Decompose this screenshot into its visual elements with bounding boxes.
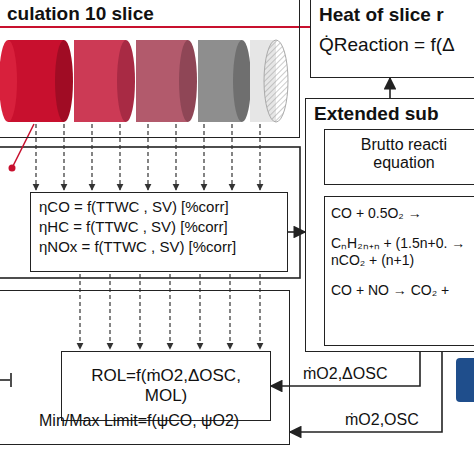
dashed-arrow	[63, 124, 64, 190]
dashed-arrow	[259, 124, 260, 190]
dashed-arrow	[35, 124, 36, 190]
blue-component	[456, 358, 474, 402]
input-bar	[10, 373, 12, 387]
input-arrow	[0, 379, 10, 381]
node-text: CO + 0.5O₂ →	[325, 197, 474, 225]
dashed-arrow	[139, 274, 140, 349]
flow-label: ṁO2,ΔOSC	[301, 365, 389, 383]
dashed-arrow	[147, 124, 148, 190]
red-line	[0, 26, 300, 28]
catalyst-cylinder	[0, 40, 288, 122]
dashed-arrow	[203, 124, 204, 190]
dashed-arrow	[231, 124, 232, 190]
brutto-reaction-box: Brutto reacti equation	[324, 129, 474, 185]
connector	[389, 78, 391, 98]
node-text: culation 10 slice	[0, 0, 299, 29]
connector	[290, 352, 442, 432]
efficiency-frame	[0, 147, 300, 278]
dashed-arrow	[199, 274, 200, 349]
dashed-arrow	[119, 124, 120, 190]
dashed-arrow	[109, 274, 110, 349]
rol-box: ROL=f(ṁO2,ΔOSC, MOL)	[61, 351, 271, 421]
extended-submodel-box: Extended subBrutto reacti equation CO + 0…	[305, 98, 474, 352]
flow-label: ṁO2,OSC	[343, 411, 421, 429]
dashed-arrow	[169, 274, 170, 349]
dashed-arrow	[79, 274, 80, 349]
connector	[271, 352, 420, 386]
dashed-arrows	[36, 124, 260, 349]
node-text: CO + NO → CO₂ +	[325, 272, 474, 302]
red-leader	[12, 124, 34, 168]
node-text: Brutto reacti equation	[325, 130, 474, 178]
connector	[288, 231, 305, 233]
node-text: Min/Max Limit=f(ψCO, ψO2)	[39, 412, 239, 430]
heat-box: Heat of slice rQ̇Reaction = f(Δ	[310, 0, 474, 78]
reaction-equations-box: CO + 0.5O₂ →CₙH₂ₙ₊ₙ + (1.5n+0. → nCO₂ + …	[324, 196, 474, 346]
connector	[300, 26, 310, 28]
rol-submodel-box: Min/Max Limit=f(ψCO, ψO2)ROL=f(ṁO2,ΔOSC,…	[0, 290, 290, 445]
dashed-arrow	[175, 124, 176, 190]
dashed-arrow	[91, 124, 92, 190]
node-text: Extended sub	[306, 99, 474, 129]
slice-model-box: culation 10 slice	[0, 0, 300, 138]
node-text: CₙH₂ₙ₊ₙ + (1.5n+0. → nCO₂ + (n+1)	[325, 225, 474, 272]
dashed-arrow	[229, 274, 230, 349]
node-text: ηCO = f(TTWC , SV) [%corr]	[31, 193, 287, 215]
node-text: Heat of slice r	[311, 0, 474, 28]
node-text: ηNOx = f(TTWC , SV) [%corr]	[31, 235, 287, 259]
node-text: ROL=f(ṁO2,ΔOSC, MOL)	[62, 352, 270, 420]
efficiency-box: ηCO = f(TTWC , SV) [%corr]ηHC = f(TTWC ,…	[30, 192, 288, 272]
node-text: Q̇Reaction = f(Δ	[311, 28, 474, 62]
node-text: ηHC = f(TTWC , SV) [%corr]	[31, 215, 287, 235]
red-dot	[9, 165, 16, 172]
dashed-arrow	[259, 274, 260, 349]
